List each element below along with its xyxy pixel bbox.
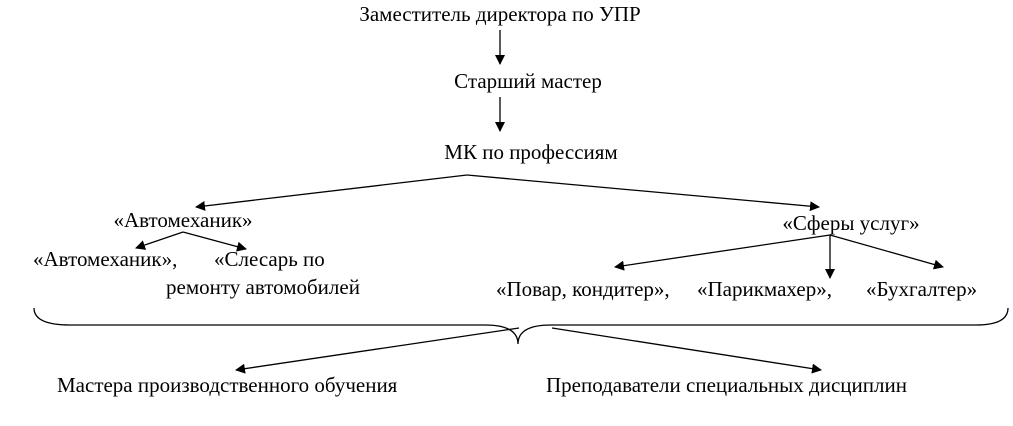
node-teachers: Преподаватели специальных дисциплин xyxy=(546,373,907,397)
arrow-brace-to-masters xyxy=(235,327,520,374)
arrow-service-to-cook xyxy=(614,234,831,271)
arrow-brace-to-teachers xyxy=(551,327,822,374)
arrow-auto-to-automechanic xyxy=(135,231,184,250)
arrow-service-to-accountant xyxy=(829,234,944,270)
node-service-group: «Сферы услуг» xyxy=(782,211,920,235)
node-mk-by-profession: МК по профессиям xyxy=(444,140,618,164)
arrow-mk-to-auto xyxy=(195,174,468,211)
curly-brace xyxy=(33,307,1009,345)
node-repair-line2: ремонту автомобилей xyxy=(166,275,360,299)
node-senior-master: Старший мастер xyxy=(454,69,602,93)
node-deputy-director: Заместитель директора по УПР xyxy=(359,2,641,26)
arrow-auto-to-repair xyxy=(182,231,247,252)
arrow-mk-to-service xyxy=(466,174,820,212)
node-masters: Мастера производственного обучения xyxy=(57,373,398,397)
node-auto-group: «Автомеханик» xyxy=(113,208,253,232)
node-repair-line1: «Слесарь по xyxy=(214,247,325,271)
node-cook: «Повар, кондитер», xyxy=(496,277,670,301)
node-auto-mechanic: «Автомеханик», xyxy=(33,247,178,271)
node-hairdresser: «Парикмахер», xyxy=(697,277,832,301)
node-accountant: «Бухгалтер» xyxy=(866,277,978,301)
